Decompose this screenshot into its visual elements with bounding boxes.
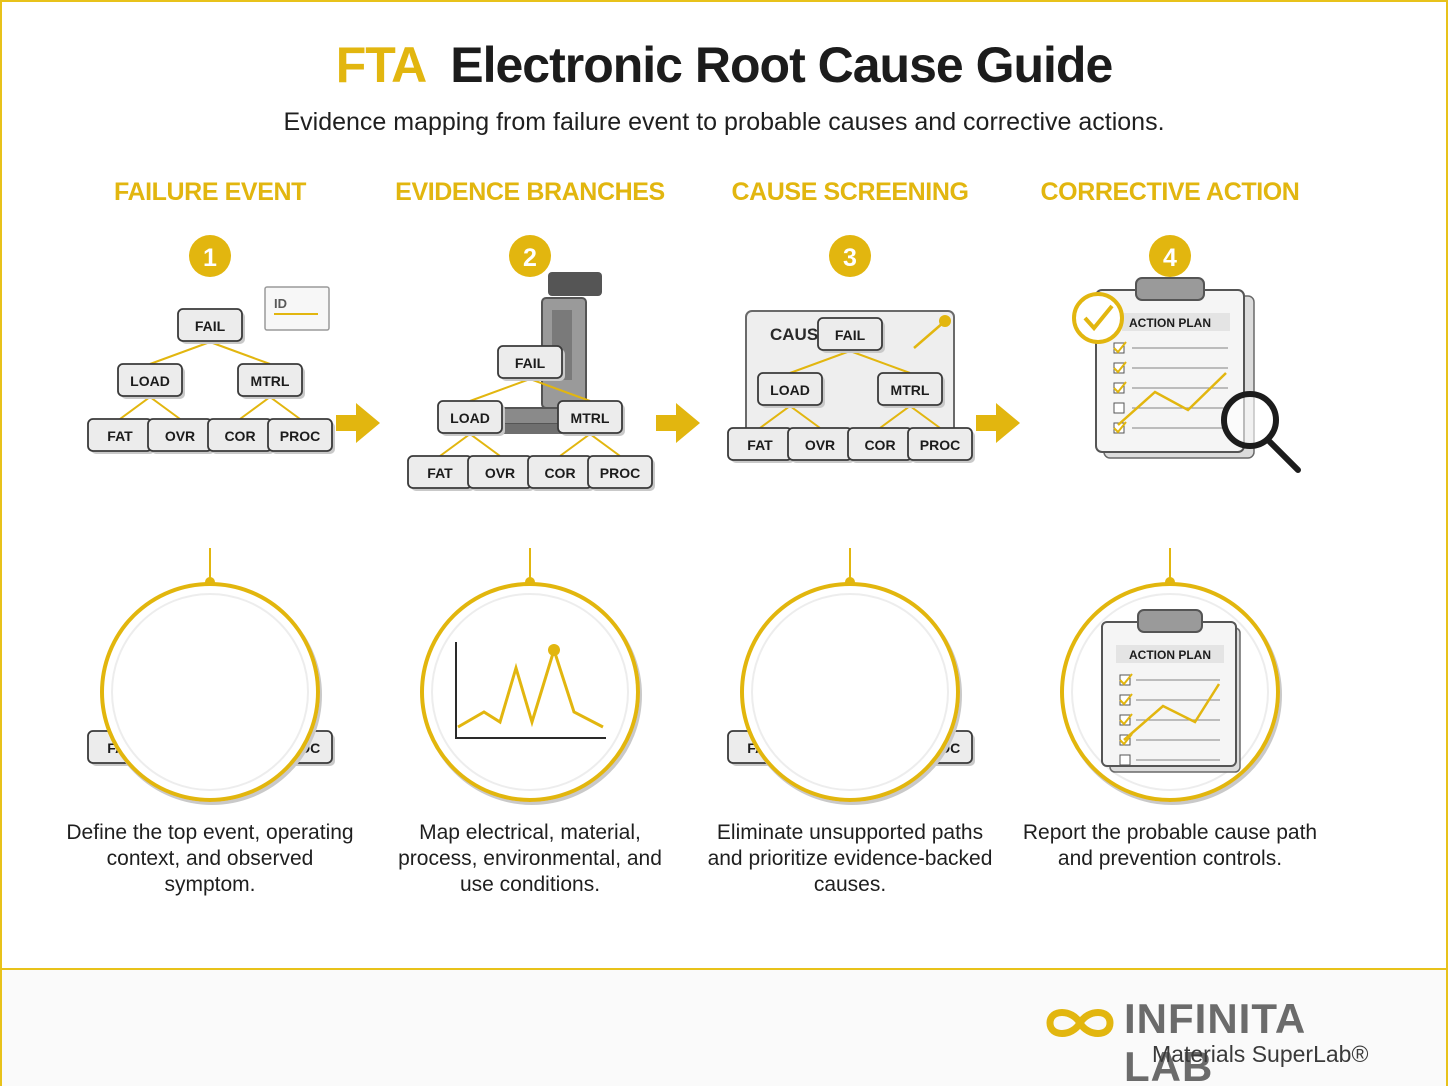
tree-node-mid: LOAD bbox=[117, 363, 185, 399]
tree-node-top: FAIL bbox=[497, 345, 565, 381]
magnifier-icon bbox=[1221, 391, 1301, 473]
evidence-chart-icon bbox=[455, 642, 606, 739]
fault-tree-2: FAIL LOAD MTRL FAT OVR COR PROC bbox=[407, 345, 655, 491]
svg-text:LOAD: LOAD bbox=[770, 382, 810, 398]
brand-name: INFINITA LAB bbox=[1124, 995, 1305, 1090]
svg-text:OVR: OVR bbox=[165, 428, 195, 444]
tree-node-top: FAIL bbox=[177, 308, 245, 344]
infinity-logo-icon bbox=[1046, 1009, 1114, 1037]
step-3-badge: 3 bbox=[829, 235, 871, 277]
arrow-3-4 bbox=[976, 403, 1020, 443]
fault-tree-3: FAIL LOAD MTRL FAT OVR COR PROC bbox=[727, 317, 975, 463]
step-1-description: Define the top event, operating context,… bbox=[66, 821, 354, 896]
id-tag: ID bbox=[264, 286, 330, 331]
svg-text:ACTION PLAN: ACTION PLAN bbox=[1129, 648, 1211, 662]
svg-text:FAIL: FAIL bbox=[195, 318, 226, 334]
svg-text:MTRL: MTRL bbox=[891, 382, 930, 398]
flow-arrows bbox=[336, 403, 1020, 443]
tree-node-mid: MTRL bbox=[557, 400, 625, 436]
svg-text:4: 4 bbox=[1163, 244, 1177, 272]
svg-text:FAT: FAT bbox=[107, 428, 133, 444]
tree-node-mid: LOAD bbox=[437, 400, 505, 436]
tree-node-leaf: COR bbox=[207, 418, 275, 454]
step-3-title: CAUSE SCREENING bbox=[731, 178, 969, 206]
svg-text:FAIL: FAIL bbox=[835, 327, 866, 343]
footer bbox=[2, 968, 1446, 1086]
tree-node-mid: MTRL bbox=[237, 363, 305, 399]
svg-text:LOAD: LOAD bbox=[130, 373, 170, 389]
tree-node-leaf: FAT bbox=[727, 427, 795, 463]
tree-node-leaf: OVR bbox=[147, 418, 215, 454]
svg-text:PROC: PROC bbox=[600, 465, 640, 481]
title-acronym: FTA bbox=[335, 37, 427, 93]
svg-text:COR: COR bbox=[544, 465, 575, 481]
svg-text:LOAD: LOAD bbox=[450, 410, 490, 426]
step-2-badge: 2 bbox=[509, 235, 551, 277]
step-1-badge: 1 bbox=[189, 235, 231, 277]
svg-text:MTRL: MTRL bbox=[571, 410, 610, 426]
svg-text:FAT: FAT bbox=[747, 437, 773, 453]
brand-tagline: Materials SuperLab® bbox=[1152, 1041, 1369, 1067]
tree-node-leaf: OVR bbox=[787, 427, 855, 463]
svg-text:COR: COR bbox=[224, 428, 255, 444]
step-2-title: EVIDENCE BRANCHES bbox=[395, 178, 665, 206]
svg-text:1: 1 bbox=[203, 244, 217, 272]
checkmark-circle-icon bbox=[1072, 292, 1124, 344]
tree-node-top: FAIL bbox=[817, 317, 885, 353]
tree-node-leaf: PROC bbox=[587, 455, 655, 491]
action-plan-clipboard-detail: ACTION PLAN bbox=[1101, 609, 1241, 773]
svg-text:PROC: PROC bbox=[920, 437, 960, 453]
svg-text:CAUSE: CAUSE bbox=[770, 325, 830, 344]
tree-node-leaf: OVR bbox=[467, 455, 535, 491]
diagram-canvas: 1 2 3 4 ID CAUSE bbox=[87, 235, 1301, 802]
svg-text:ACTION PLAN: ACTION PLAN bbox=[1129, 316, 1211, 330]
step-4-badge: 4 bbox=[1149, 235, 1191, 277]
svg-text:COR: COR bbox=[864, 437, 895, 453]
arrow-1-2 bbox=[336, 403, 380, 443]
tree-node-leaf: FAT bbox=[87, 418, 155, 454]
cause-card: CAUSE bbox=[745, 310, 955, 442]
svg-text:FAT: FAT bbox=[427, 465, 453, 481]
page-title: FTA Electronic Root Cause Guide bbox=[0, 36, 1448, 94]
tree-node-leaf: COR bbox=[527, 455, 595, 491]
step-1-title: FAILURE EVENT bbox=[113, 178, 307, 206]
tree-node-leaf: PROC bbox=[267, 418, 335, 454]
title-text: Electronic Root Cause Guide bbox=[450, 37, 1113, 93]
step-2-description: Map electrical, material, process, envir… bbox=[398, 821, 662, 896]
svg-text:3: 3 bbox=[843, 244, 857, 272]
svg-text:MTRL: MTRL bbox=[251, 373, 290, 389]
arrow-2-3 bbox=[656, 403, 700, 443]
lower-connectors bbox=[209, 548, 1171, 580]
svg-text:OVR: OVR bbox=[485, 465, 515, 481]
tree-node-leaf: COR bbox=[847, 427, 915, 463]
step-4-title: CORRECTIVE ACTION bbox=[1040, 178, 1300, 206]
lower-connector-dots bbox=[205, 577, 1175, 587]
page-subtitle: Evidence mapping from failure event to p… bbox=[283, 108, 1165, 136]
tree-node-mid: LOAD bbox=[757, 372, 825, 408]
svg-text:PROC: PROC bbox=[280, 428, 320, 444]
action-plan-clipboard: ACTION PLAN bbox=[1095, 277, 1255, 459]
detail-circles bbox=[100, 582, 1280, 802]
tree-node-leaf: PROC bbox=[907, 427, 975, 463]
svg-text:2: 2 bbox=[523, 244, 537, 272]
svg-text:FAIL: FAIL bbox=[515, 355, 546, 371]
tree-node-mid: MTRL bbox=[877, 372, 945, 408]
step-4-description: Report the probable cause path and preve… bbox=[1022, 821, 1318, 870]
fault-tree-1: FAIL LOAD MTRL FAT OVR COR PROC bbox=[87, 308, 335, 454]
tree-node-leaf: FAT bbox=[407, 455, 475, 491]
svg-text:OVR: OVR bbox=[805, 437, 835, 453]
brand-logo: INFINITA LAB Materials SuperLab® bbox=[1042, 995, 1402, 1090]
step-3-description: Eliminate unsupported paths and prioriti… bbox=[707, 821, 993, 896]
svg-text:ID: ID bbox=[274, 296, 287, 311]
